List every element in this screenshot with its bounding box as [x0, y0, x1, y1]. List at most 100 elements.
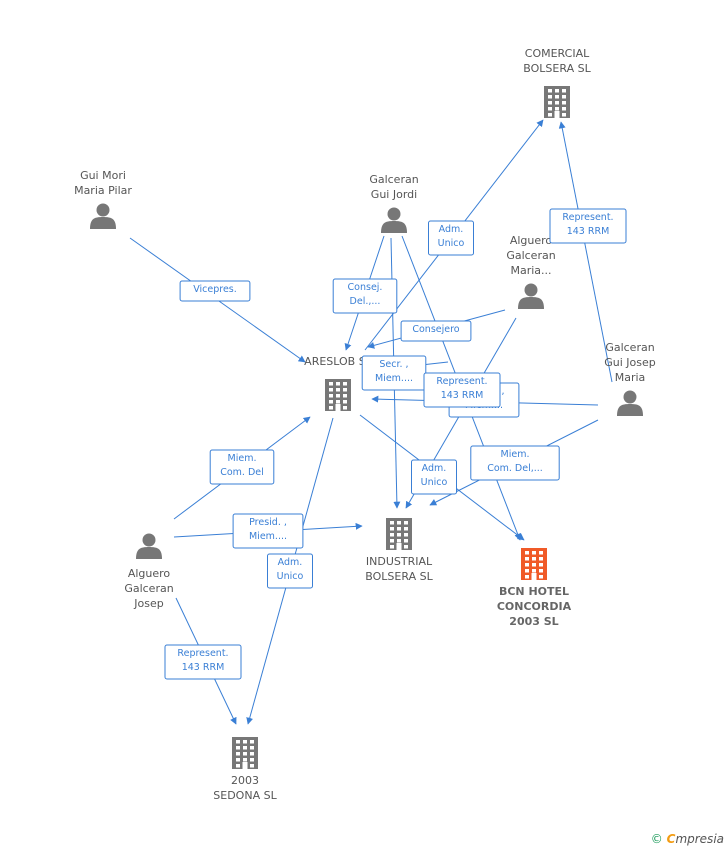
- node-comercial[interactable]: COMERCIAL BOLSERA SL: [523, 47, 592, 118]
- building-window: [562, 113, 566, 117]
- building-window: [525, 575, 529, 579]
- edge-label[interactable]: Adm.Unico: [411, 459, 457, 495]
- building-door: [242, 762, 248, 769]
- edge-label-box: [232, 513, 304, 549]
- person-body: [617, 404, 643, 416]
- building-window: [250, 758, 254, 762]
- building-window: [525, 557, 529, 561]
- edge-label[interactable]: Represent.143 RRM: [423, 372, 501, 408]
- edge-label-text: Miem....: [375, 373, 413, 384]
- edge-label-box: [209, 449, 275, 485]
- building-window: [343, 394, 347, 398]
- edge-label[interactable]: Presid. ,Miem....: [232, 513, 304, 549]
- node-areslob[interactable]: ARESLOB SL: [304, 355, 373, 411]
- node-label: Maria Pilar: [74, 184, 132, 197]
- node-label: Gui Mori: [80, 169, 126, 182]
- building-window: [404, 539, 408, 543]
- building-window: [539, 575, 543, 579]
- node-label: 2003 SL: [509, 615, 558, 628]
- edge-galjosep-comercial: [558, 121, 613, 383]
- edge-label-box: [411, 459, 457, 495]
- building-window: [555, 107, 559, 111]
- building-window: [562, 101, 566, 105]
- edges-layer: [129, 119, 613, 725]
- building-window: [525, 551, 529, 555]
- edge-label[interactable]: Consejero: [400, 320, 472, 342]
- person-head: [142, 533, 156, 547]
- building-window: [250, 752, 254, 756]
- building-door: [554, 111, 560, 118]
- node-label: BOLSERA SL: [523, 62, 591, 75]
- building-window: [343, 382, 347, 386]
- edge-label-box: [470, 445, 560, 481]
- brand-logo[interactable]: Cmpresia: [667, 832, 724, 846]
- node-label: Gui Josep: [604, 356, 656, 369]
- node-label: Gui Jordi: [371, 188, 417, 201]
- building-window: [336, 394, 340, 398]
- edge-label-text: Com. Del,...: [487, 463, 543, 474]
- edge-label-box: [423, 372, 501, 408]
- edge-label-box: [332, 278, 398, 314]
- building-window: [243, 752, 247, 756]
- building-window: [236, 758, 240, 762]
- building-window: [336, 382, 340, 386]
- node-label: COMERCIAL: [525, 47, 590, 60]
- edge-label[interactable]: Vicepres.: [179, 280, 251, 302]
- building-window: [548, 95, 552, 99]
- edge-label[interactable]: Adm.Unico: [428, 220, 474, 256]
- edge-label-text: Consej.: [348, 282, 383, 293]
- building-window: [532, 557, 536, 561]
- building-window: [343, 388, 347, 392]
- edge-label-box: [179, 280, 251, 302]
- building-window: [329, 388, 333, 392]
- building-window: [390, 545, 394, 549]
- edge-label[interactable]: Represent.143 RRM: [164, 644, 242, 680]
- edge-label-text: Del.,...: [350, 296, 381, 307]
- edge-label[interactable]: Secr. , Miem....: [361, 355, 427, 391]
- building-window: [236, 746, 240, 750]
- building-door: [396, 543, 402, 550]
- building-window: [329, 394, 333, 398]
- building-window: [404, 521, 408, 525]
- person-head: [623, 390, 637, 404]
- brand-name: mpresia: [675, 832, 724, 846]
- building-window: [532, 551, 536, 555]
- edge-label[interactable]: Miem. Com. Del: [209, 449, 275, 485]
- edge-label-box: [267, 553, 313, 589]
- building-window: [329, 406, 333, 410]
- edge-label[interactable]: Adm.Unico: [267, 553, 313, 589]
- node-alguero_m[interactable]: AlgueroGalceranMaria...: [506, 234, 556, 309]
- building-window: [525, 569, 529, 573]
- edge-label[interactable]: Consej. Del.,...: [332, 278, 398, 314]
- node-label: BOLSERA SL: [365, 570, 433, 583]
- edge-label-text: Com. Del: [220, 467, 264, 478]
- edge-label-text: Unico: [277, 571, 304, 582]
- building-window: [343, 400, 347, 404]
- person-head: [524, 283, 538, 297]
- copyright-symbol: ©: [650, 832, 663, 846]
- node-label: Maria...: [510, 264, 551, 277]
- node-label: Maria: [615, 371, 646, 384]
- building-window: [539, 551, 543, 555]
- edge-label[interactable]: Represent.143 RRM: [549, 208, 627, 244]
- edge-label-box: [400, 320, 472, 342]
- edge-label[interactable]: Miem.Com. Del,...: [470, 445, 560, 481]
- person-body: [90, 217, 116, 229]
- brand-initial: C: [666, 832, 676, 846]
- edge-label-text: Unico: [438, 238, 465, 249]
- edge-label-box: [549, 208, 627, 244]
- edge-label-text: Secr. ,: [379, 359, 408, 370]
- edge-label-text: Miem.: [228, 453, 257, 464]
- edge-label-text: 143 RRM: [567, 226, 610, 237]
- edge-label-text: 143 RRM: [182, 662, 225, 673]
- building-window: [390, 533, 394, 537]
- building-window: [336, 388, 340, 392]
- building-window: [390, 539, 394, 543]
